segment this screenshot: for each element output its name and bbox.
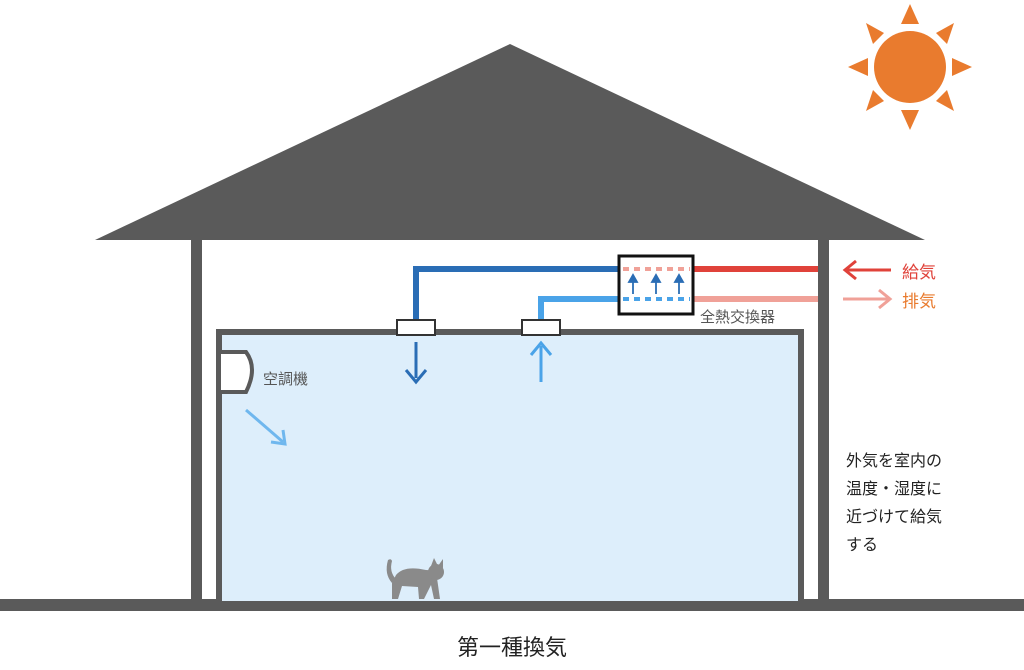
roof <box>95 44 925 240</box>
note-text: 外気を室内の 温度・湿度に 近づけて給気 する <box>846 451 942 554</box>
note-line: 近づけて給気 <box>846 507 942 526</box>
indoor-return-duct <box>529 296 620 382</box>
air-conditioner-icon <box>217 350 254 394</box>
supply-arrow-icon <box>842 259 891 281</box>
conditioned-room <box>216 329 804 607</box>
exhaust-label: 排気 <box>902 292 936 312</box>
supply-vent <box>396 319 436 336</box>
right-wall <box>818 238 829 605</box>
air-flow-arrow-icon <box>245 408 287 446</box>
sun-icon <box>848 4 972 130</box>
note-line: する <box>846 535 878 554</box>
diagram-title: 第一種換気 <box>457 636 567 661</box>
note-line: 外気を室内の <box>846 451 942 470</box>
heat-exchanger <box>617 254 695 316</box>
left-wall <box>191 238 202 605</box>
indoor-supply-duct <box>404 266 620 385</box>
exhaust-arrow-icon <box>843 288 893 310</box>
note-line: 温度・湿度に <box>846 479 942 498</box>
return-vent <box>521 319 561 336</box>
supply-label: 給気 <box>902 263 936 283</box>
cat-icon <box>386 558 444 599</box>
heat-exchanger-label: 全熱交換器 <box>700 308 775 326</box>
air-conditioner-label: 空調機 <box>263 370 308 388</box>
